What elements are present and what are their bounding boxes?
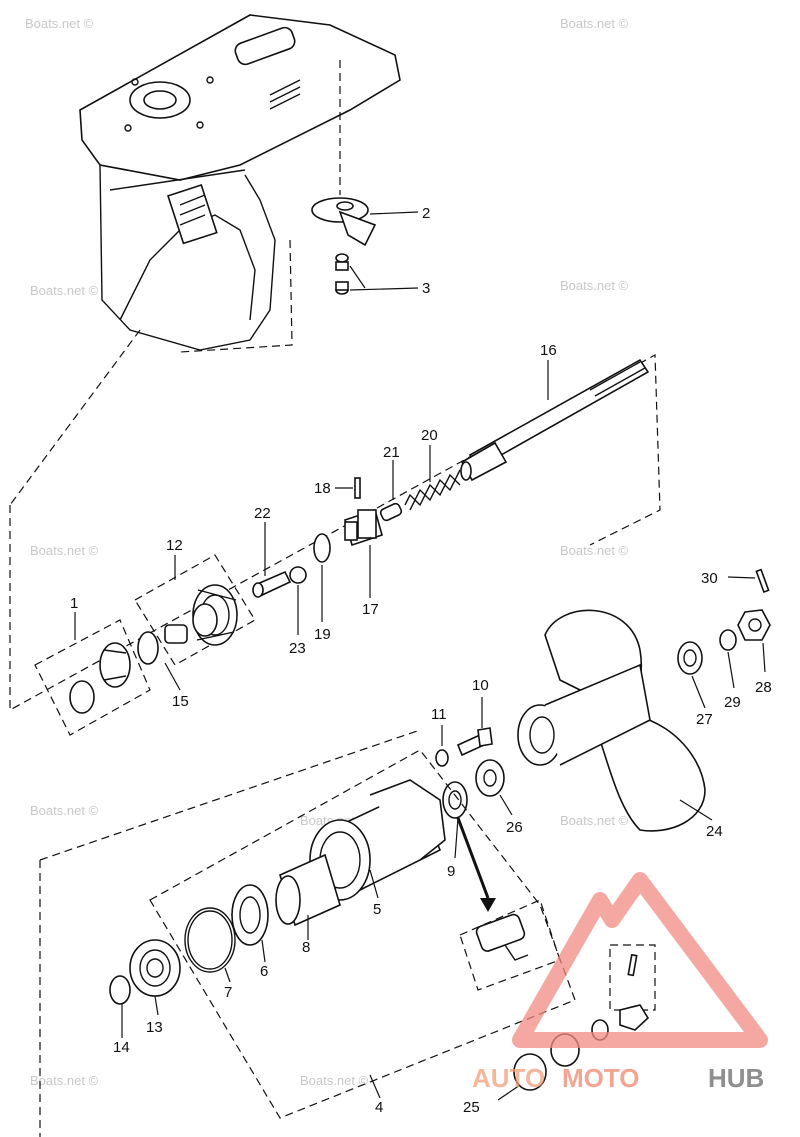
callout-9: 9	[447, 863, 455, 880]
part-17-clutch	[344, 508, 383, 598]
callout-14: 14	[113, 1039, 130, 1056]
callout-29: 29	[724, 694, 741, 711]
callout-24: 24	[706, 823, 723, 840]
callout-18: 18	[314, 480, 331, 497]
part-4-housing-outline	[149, 749, 576, 1119]
part-19-clip	[313, 533, 331, 622]
part-24-propeller	[517, 609, 713, 832]
part-30-cotter-pin	[727, 568, 770, 594]
callout-15: 15	[172, 693, 189, 710]
watermark: Boats.net ©	[560, 278, 629, 293]
watermark: Boats.net ©	[560, 813, 629, 828]
part-8-needle-bearing	[275, 853, 341, 940]
part-7-o-ring	[184, 907, 236, 983]
callout-3: 3	[422, 280, 430, 297]
shaft-assembly-outline	[9, 354, 661, 712]
part-27-spacer	[677, 641, 706, 709]
callout-26: 26	[506, 819, 523, 836]
part-18-cross-pin	[335, 477, 361, 499]
watermark: Boats.net ©	[300, 1073, 369, 1088]
part-25-inset	[497, 944, 656, 1101]
part-14-shim	[109, 975, 131, 1038]
callout-5: 5	[373, 901, 381, 918]
logo-triangle-icon	[512, 872, 768, 1048]
watermark: Boats.net ©	[560, 16, 629, 31]
callout-4: 4	[375, 1099, 383, 1116]
part-28-nut	[737, 609, 771, 673]
callout-27: 27	[696, 711, 713, 728]
callout-8: 8	[302, 939, 310, 956]
part-1-bearing	[34, 612, 151, 736]
logo-text-auto: AUTO	[472, 1063, 545, 1093]
part-3-bolts	[335, 253, 419, 295]
callout-7: 7	[224, 984, 232, 1001]
part-20-spring	[404, 445, 461, 511]
logo-text-moto: MOTO	[562, 1063, 640, 1093]
watermark: Boats.net ©	[30, 1073, 99, 1088]
callout-28: 28	[755, 679, 772, 696]
part-2-insert	[311, 197, 419, 247]
seal-detail-inset	[459, 899, 561, 991]
callout-12: 12	[166, 537, 183, 554]
lower-assembly-outline	[39, 729, 421, 1137]
callout-1: 1	[70, 595, 78, 612]
callout-numbers: 2 3 16 20 21 18 22 12 1 17 19 23 15 30 2…	[70, 205, 772, 1116]
watermark: Boats.net ©	[560, 543, 629, 558]
callout-17: 17	[362, 601, 379, 618]
callout-16: 16	[540, 342, 557, 359]
callout-2: 2	[422, 205, 430, 222]
logo-text-hub: HUB	[708, 1063, 764, 1093]
part-23-ball	[289, 566, 307, 635]
part-9-oil-seal	[442, 781, 496, 912]
callout-21: 21	[383, 444, 400, 461]
callout-22: 22	[254, 505, 271, 522]
part-10-bolt	[456, 697, 493, 757]
callout-13: 13	[146, 1019, 163, 1036]
part-29-washer	[719, 629, 737, 689]
callout-10: 10	[472, 677, 489, 694]
callout-30: 30	[701, 570, 718, 587]
callout-6: 6	[260, 963, 268, 980]
part-11-washer	[435, 725, 449, 767]
part-13-reverse-gear	[129, 939, 181, 1016]
part-15-shim	[137, 631, 181, 691]
callout-19: 19	[314, 626, 331, 643]
callout-23: 23	[289, 640, 306, 657]
part-6-ball-bearing	[231, 884, 269, 963]
part-26-bushing	[475, 759, 513, 816]
part-21-pin	[379, 460, 403, 522]
callout-11: 11	[431, 706, 447, 723]
watermark: Boats.net ©	[30, 803, 99, 818]
part-12-forward-gear	[134, 554, 256, 666]
watermark: Boats.net ©	[25, 16, 94, 31]
callout-20: 20	[421, 427, 438, 444]
lower-casing	[9, 14, 401, 506]
automotohub-logo: AUTO MOTO HUB	[472, 872, 768, 1093]
callout-25: 25	[463, 1099, 480, 1116]
watermarks: Boats.net © Boats.net © Boats.net © Boat…	[25, 16, 629, 1088]
watermark: Boats.net ©	[30, 283, 99, 298]
part-16-propeller-shaft	[460, 358, 650, 482]
part-4-leader	[369, 1074, 381, 1099]
watermark: Boats.net ©	[30, 543, 99, 558]
part-22-plunger	[252, 522, 292, 598]
